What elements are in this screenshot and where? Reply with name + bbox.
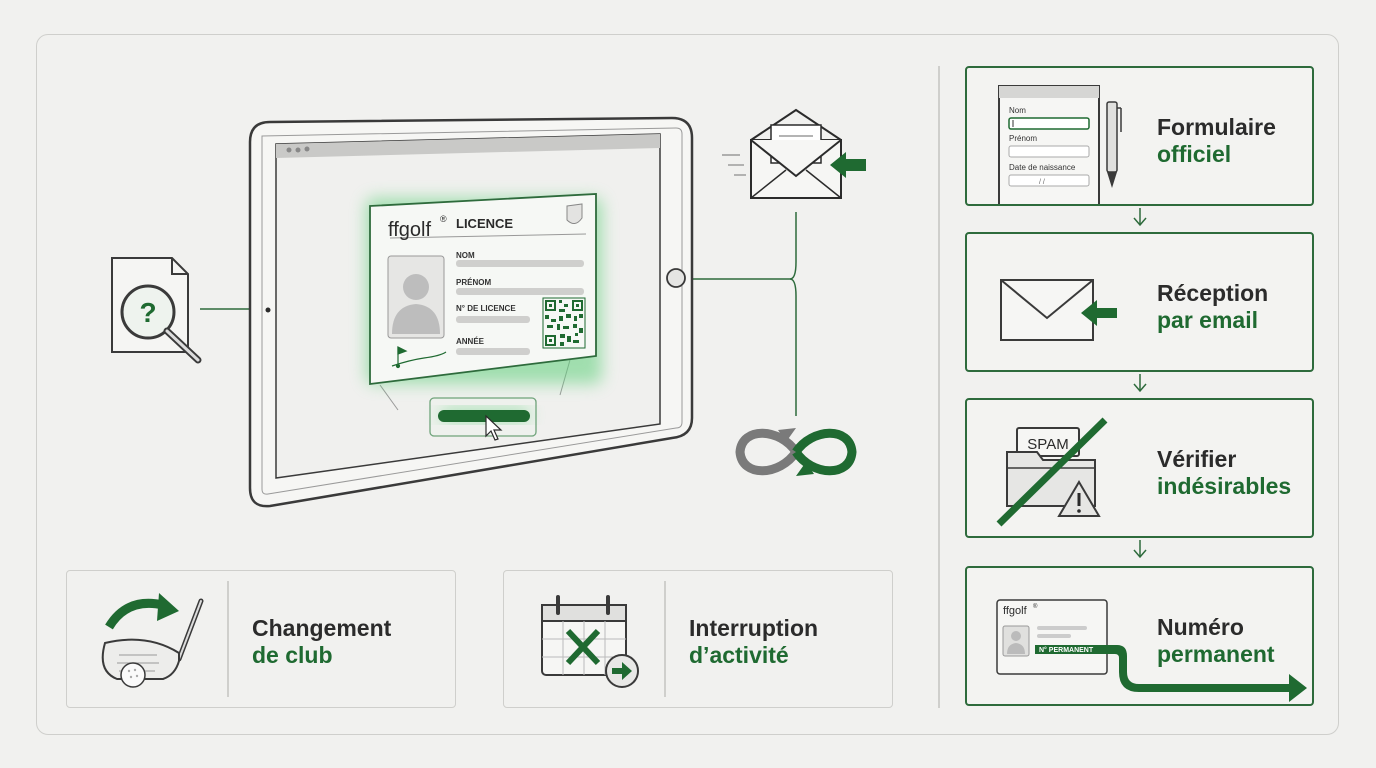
license-title: LICENCE bbox=[456, 216, 513, 231]
card-separator bbox=[664, 581, 666, 697]
spam-label: SPAM bbox=[1027, 436, 1068, 453]
step-title-line1: Réception bbox=[1157, 280, 1269, 306]
step-title-line2: officiel bbox=[1157, 141, 1232, 167]
flow-arrow-icon bbox=[1133, 540, 1147, 559]
cursor-icon bbox=[485, 414, 503, 441]
golf-club-change-icon bbox=[101, 593, 204, 688]
form-field-label: Date de naissance bbox=[1009, 163, 1076, 172]
card-title-line1: Changement bbox=[252, 615, 392, 641]
card-title-line2: de club bbox=[252, 642, 333, 668]
flow-arrow-icon bbox=[1133, 208, 1147, 227]
step-title-line1: Formulaire bbox=[1157, 114, 1276, 140]
form-field-label: Nom bbox=[1009, 106, 1026, 115]
card-change-club: Changement de club bbox=[66, 570, 456, 708]
column-divider bbox=[938, 66, 940, 708]
mini-card-tag: N° PERMANENT bbox=[1039, 646, 1094, 654]
svg-text:?: ? bbox=[139, 297, 156, 328]
step-title-line2: indésirables bbox=[1157, 473, 1292, 499]
golf-flag-icon bbox=[391, 346, 447, 369]
card-title: Interruption d’activité bbox=[689, 615, 818, 669]
mini-card-brand-mark: ® bbox=[1033, 603, 1038, 610]
mini-card-brand: ffgolf bbox=[1003, 605, 1028, 617]
email-in-icon bbox=[1000, 279, 1117, 341]
step-title-line2: permanent bbox=[1157, 641, 1275, 667]
license-brand: ffgolf bbox=[388, 219, 431, 241]
incoming-mail-icon bbox=[722, 108, 866, 199]
step-title-line1: Vérifier bbox=[1157, 446, 1237, 472]
pen-icon bbox=[1106, 101, 1122, 188]
card-title: Changement de club bbox=[252, 615, 391, 669]
card-separator bbox=[227, 581, 229, 697]
qr-code-icon bbox=[542, 297, 586, 349]
license-field-label: PRÉNOM bbox=[456, 278, 491, 287]
license-field-label: NOM bbox=[456, 251, 475, 260]
flow-arrow-icon bbox=[1133, 374, 1147, 393]
license-brand-mark: ® bbox=[440, 214, 447, 224]
form-date-placeholder: / / bbox=[1039, 179, 1045, 186]
shield-icon bbox=[566, 203, 583, 224]
main-illustration: ? ffgolf ® LICENCE NOM PRÉNOM N° DE LICE… bbox=[111, 108, 866, 508]
spam-folder-icon: SPAM bbox=[996, 417, 1108, 527]
calendar-pause-icon bbox=[541, 595, 639, 688]
step-title-line2: par email bbox=[1157, 307, 1258, 333]
step-permanent-number: ffgolf ® N° PERMANENT Numéro permanent bbox=[965, 566, 1314, 706]
license-field-label: ANNÉE bbox=[456, 337, 485, 346]
step-title: Numéro permanent bbox=[1157, 614, 1275, 668]
step-title: Vérifier indésirables bbox=[1157, 446, 1291, 500]
card-title-line1: Interruption bbox=[689, 615, 819, 641]
form-field-label: Prénom bbox=[1009, 134, 1037, 143]
step-title-line1: Numéro bbox=[1157, 614, 1244, 640]
card-interruption: Interruption d’activité bbox=[503, 570, 893, 708]
license-field-label: N° DE LICENCE bbox=[456, 304, 516, 313]
document-search-icon: ? bbox=[111, 257, 202, 364]
form-pen-icon: Nom Prénom Date de naissance / / bbox=[998, 85, 1122, 204]
diagram-frame bbox=[36, 34, 1339, 735]
step-spam-check: SPAM Vérifier indésirables bbox=[965, 398, 1314, 538]
step-formulaire: Nom Prénom Date de naissance / / Formula… bbox=[965, 66, 1314, 206]
permanent-license-icon: ffgolf ® N° PERMANENT bbox=[996, 599, 1307, 702]
renewal-loop-icon bbox=[735, 428, 857, 476]
step-reception: Réception par email bbox=[965, 232, 1314, 372]
step-title: Formulaire officiel bbox=[1157, 114, 1276, 168]
card-title-line2: d’activité bbox=[689, 642, 789, 668]
step-title: Réception par email bbox=[1157, 280, 1268, 334]
